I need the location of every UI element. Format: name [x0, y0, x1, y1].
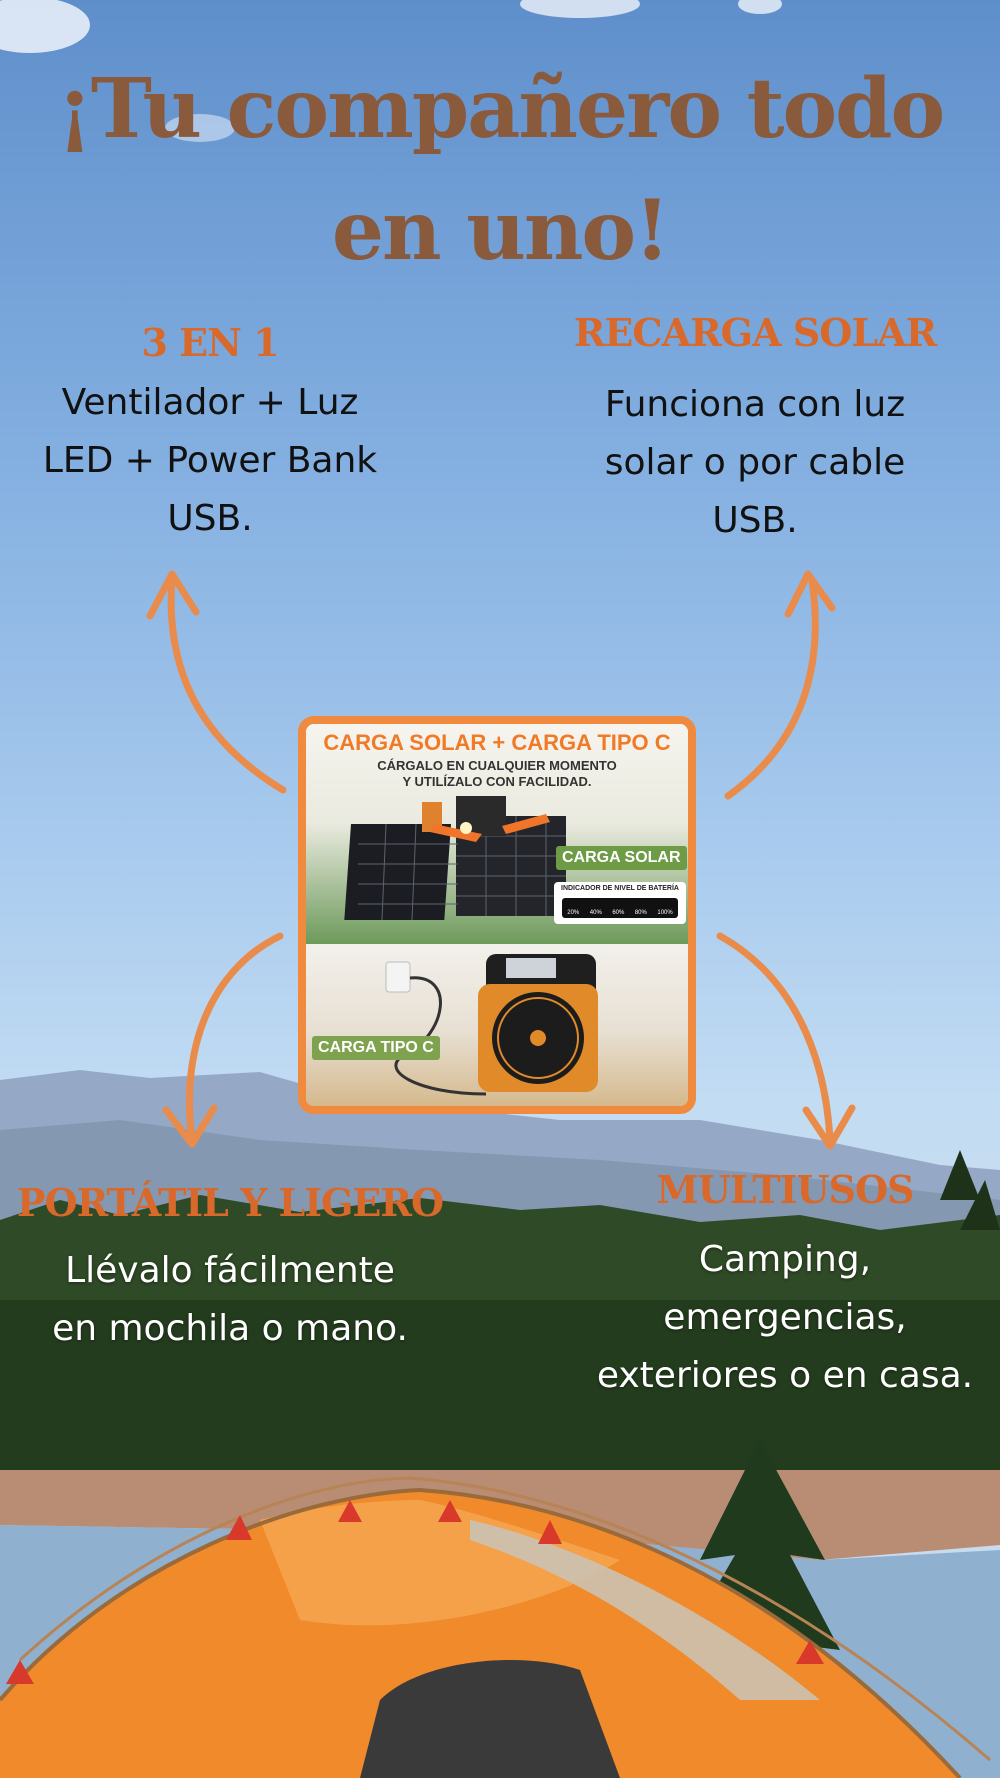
arrow-bottom-left	[185, 932, 284, 1144]
feature-multiusos: MULTIUSOS Camping, emergencias, exterior…	[570, 1165, 1000, 1405]
feature-body: Ventilador + Luz LED + Power Bank USB.	[0, 374, 420, 548]
feature-line: exteriores o en casa.	[596, 1355, 974, 1396]
arrow-bottom-right	[716, 932, 834, 1144]
battery-levels: 20% 40% 60% 80% 100%	[562, 898, 678, 918]
feature-heading: RECARGA SOLAR	[573, 310, 937, 355]
battery-level: 60%	[612, 910, 625, 916]
feature-heading: MULTIUSOS	[656, 1167, 915, 1212]
title-line-2: en uno!	[331, 183, 670, 279]
battery-level: 100%	[657, 910, 673, 916]
feature-body: Funciona con luz solar o por cable USB.	[565, 376, 945, 550]
feature-line: emergencias,	[663, 1297, 907, 1338]
solar-panel-illustration	[344, 796, 566, 921]
product-type-c-scene: CARGA TIPO C	[306, 944, 688, 1106]
tag-carga-tipo-c: CARGA TIPO C	[312, 1036, 440, 1060]
page-title: ¡Tu compañero todo en uno!	[0, 48, 1000, 292]
tag-carga-solar: CARGA SOLAR	[556, 846, 687, 870]
feature-line: Ventilador + Luz	[61, 382, 359, 423]
arrow-top-left-head	[146, 570, 200, 620]
feature-line: USB.	[712, 500, 798, 541]
product-sub-line: Y UTILÍZALO CON FACILIDAD.	[402, 774, 592, 789]
arrow-bottom-right-head	[802, 1104, 856, 1150]
arrow-bottom-left-head	[162, 1104, 218, 1148]
battery-indicator: INDICADOR DE NIVEL DE BATERÍA 20% 40% 60…	[554, 882, 686, 924]
feature-line: en mochila o mano.	[52, 1308, 408, 1349]
battery-label: INDICADOR DE NIVEL DE BATERÍA	[561, 885, 679, 892]
feature-heading: 3 EN 1	[141, 320, 279, 365]
product-heading: CARGA SOLAR + CARGA TIPO C	[323, 730, 671, 755]
arrow-top-right-head	[784, 570, 836, 618]
feature-body: Camping, emergencias, exteriores o en ca…	[570, 1231, 1000, 1405]
feature-line: LED + Power Bank	[42, 440, 378, 481]
battery-level: 40%	[589, 910, 602, 916]
feature-3-en-1: 3 EN 1 Ventilador + Luz LED + Power Bank…	[0, 318, 420, 548]
battery-level: 80%	[634, 910, 647, 916]
feature-line: Camping,	[698, 1239, 872, 1280]
feature-portatil-y-ligero: PORTÁTIL Y LIGERO Llévalo fácilmente en …	[0, 1178, 460, 1358]
product-solar-panel-scene: CARGA SOLAR INDICADOR DE NIVEL DE BATERÍ…	[306, 724, 688, 944]
battery-level: 20%	[567, 910, 580, 916]
product-sub-line: CÁRGALO EN CUALQUIER MOMENTO	[377, 758, 617, 773]
arrow-top-right	[724, 576, 819, 800]
feature-line: USB.	[167, 498, 253, 539]
feature-line: Funciona con luz	[604, 384, 906, 425]
arrow-top-left	[167, 574, 287, 794]
feature-heading: PORTÁTIL Y LIGERO	[16, 1180, 444, 1225]
title-line-1: ¡Tu compañero todo	[56, 61, 945, 157]
fan-illustration	[385, 954, 598, 1096]
feature-body: Llévalo fácilmente en mochila o mano.	[0, 1242, 460, 1358]
product-image: CARGA SOLAR INDICADOR DE NIVEL DE BATERÍ…	[298, 716, 696, 1114]
feature-recarga-solar: RECARGA SOLAR Funciona con luz solar o p…	[565, 308, 945, 550]
product-subheading: CÁRGALO EN CUALQUIER MOMENTO Y UTILÍZALO…	[306, 758, 688, 790]
feature-line: Llévalo fácilmente	[65, 1250, 395, 1291]
feature-line: solar o por cable	[604, 442, 906, 483]
